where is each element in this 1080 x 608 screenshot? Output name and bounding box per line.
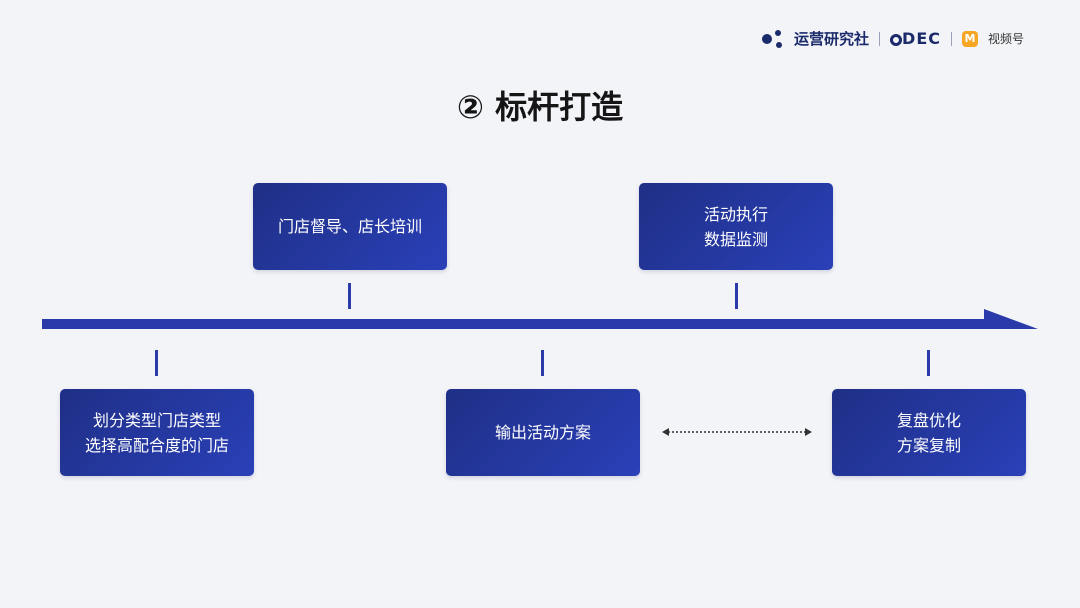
step-box-activity-plan: 输出活动方案: [446, 389, 640, 476]
tick-bottom-1: [155, 350, 158, 376]
step-box-review-replicate: 复盘优化 方案复制: [832, 389, 1026, 476]
dashed-double-arrow: [662, 428, 812, 436]
brand-divider: [879, 31, 881, 46]
page-title: ② 标杆打造: [456, 88, 624, 126]
video-channel-icon: M: [961, 30, 978, 47]
video-channel-label: 视频号: [987, 32, 1024, 46]
tick-bottom-3: [927, 350, 930, 376]
odec-text: DEC: [902, 29, 941, 48]
odec-logo: DEC: [890, 29, 941, 48]
tick-top-1: [348, 283, 351, 309]
tick-top-2: [735, 283, 738, 309]
brand-name: 运营研究社: [794, 30, 870, 48]
step-text: 划分类型门店类型: [92, 410, 221, 430]
step-box-store-classification: 划分类型门店类型 选择高配合度的门店: [60, 389, 254, 476]
step-text: 选择高配合度的门店: [84, 435, 229, 455]
timeline-axis: [42, 319, 992, 329]
step-text: 门店督导、店长培训: [277, 217, 422, 236]
step-text: 方案复制: [896, 435, 961, 455]
yunying-logo-icon: [762, 29, 784, 48]
step-text: 数据监测: [703, 229, 768, 249]
brand-divider: [950, 31, 952, 46]
step-text: 输出活动方案: [494, 423, 591, 442]
tick-bottom-2: [541, 350, 544, 376]
timeline-arrow-head: [984, 309, 1038, 329]
step-text: 复盘优化: [896, 410, 961, 430]
step-box-store-supervision: 门店督导、店长培训: [253, 183, 447, 270]
step-text: 活动执行: [703, 204, 768, 224]
brand-header: 运营研究社 DEC M 视频号: [762, 28, 1024, 49]
step-box-activity-execution: 活动执行 数据监测: [639, 183, 833, 270]
